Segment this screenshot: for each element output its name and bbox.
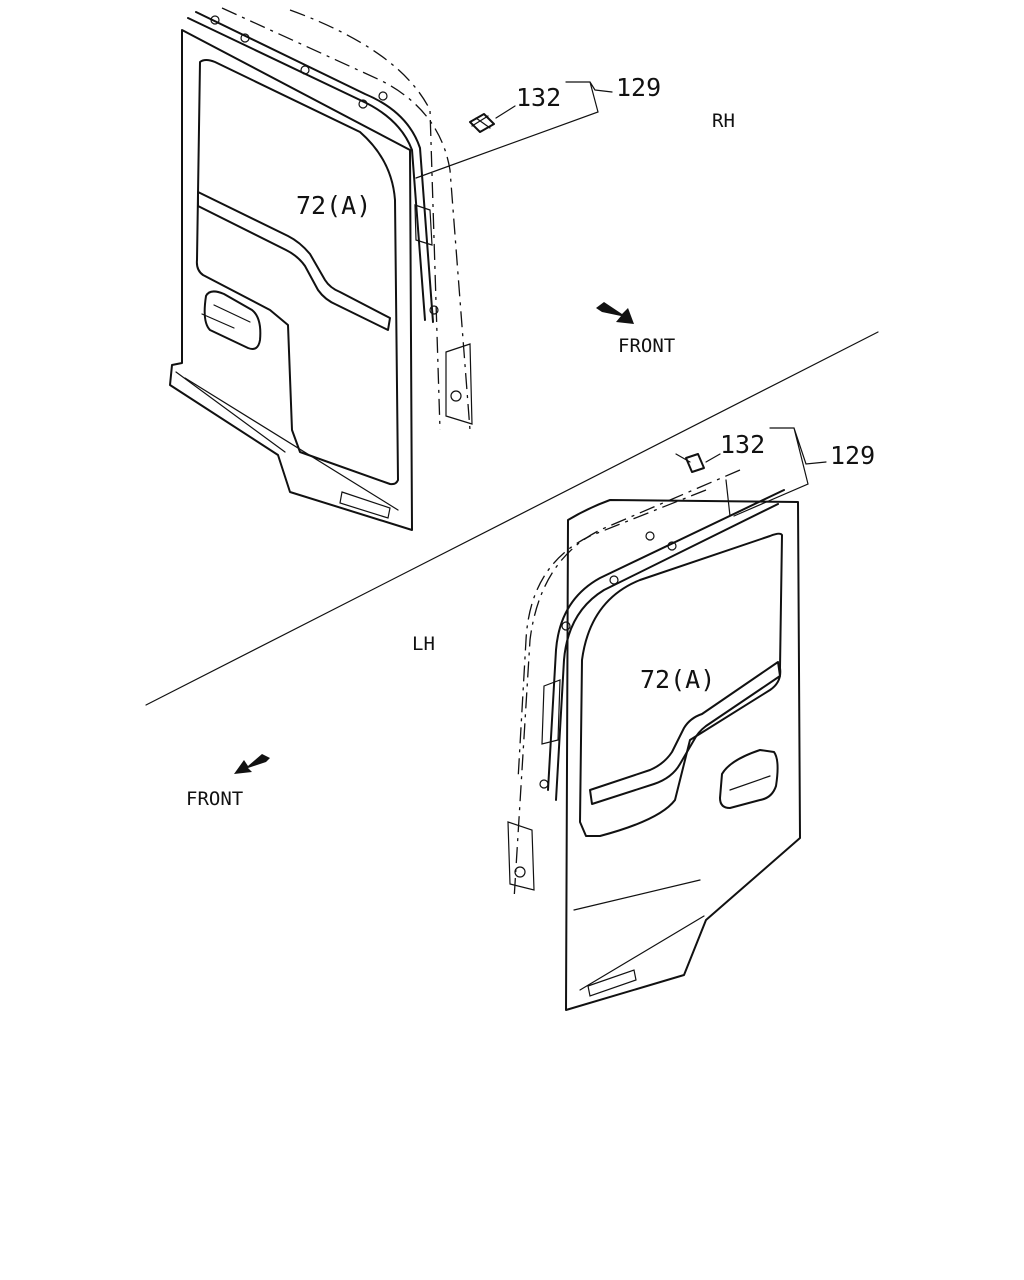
rh-callout-leader-132 — [495, 105, 516, 119]
lh-callout-132: 132 — [720, 430, 765, 459]
rh-hinge-bolt — [450, 390, 462, 402]
rh-door-group — [169, 7, 473, 531]
lh-callout-leader-132 — [705, 453, 721, 463]
rh-roof-weatherstrip — [187, 17, 426, 321]
lh-front-arrow-icon — [234, 754, 270, 774]
divider-line — [145, 331, 879, 706]
lh-hinge-plate — [507, 821, 535, 891]
lh-roof-weatherstrip-inner — [555, 503, 779, 801]
rh-side-label: RH — [712, 110, 735, 132]
rh-reflector — [339, 491, 391, 519]
lh-clips — [539, 531, 677, 789]
lh-belt-molding — [589, 661, 781, 805]
rh-clip-part — [469, 113, 495, 133]
rh-hinge-plate — [445, 343, 473, 425]
lh-callout-72a: 72(A) — [640, 665, 715, 694]
rh-callout-leader-bracket — [415, 81, 613, 179]
rh-body-pillar-outline — [221, 7, 471, 431]
rh-front-label: FRONT — [618, 335, 675, 357]
rh-door-window-frame — [195, 59, 399, 486]
lh-door-window-frame — [579, 532, 783, 837]
lh-hinge-bolt — [514, 866, 526, 878]
lh-callout-129: 129 — [830, 441, 875, 470]
lh-door-handle — [719, 749, 779, 809]
lh-door-group — [507, 469, 801, 1011]
rh-clips — [210, 15, 439, 315]
lh-hinge-bracket — [541, 679, 561, 745]
lh-callout-leader-bracket — [725, 427, 827, 517]
rh-callout-72a: 72(A) — [296, 191, 371, 220]
rh-body-pillar-outline-2 — [289, 9, 441, 431]
rh-door-panel — [169, 29, 413, 531]
rh-door-crease-2 — [184, 377, 399, 511]
lh-body-pillar-outline-2 — [517, 489, 707, 781]
lh-front-label: FRONT — [186, 788, 243, 810]
rh-callout-129: 129 — [616, 73, 661, 102]
rh-front-arrow-icon — [596, 302, 634, 324]
lh-side-label: LH — [412, 633, 435, 655]
rh-callout-132: 132 — [516, 83, 561, 112]
lh-reflector — [587, 969, 637, 997]
lh-door-crease-2 — [579, 915, 705, 991]
lh-clip-part — [675, 453, 705, 473]
lh-roof-weatherstrip — [547, 489, 785, 791]
rh-belt-molding — [197, 191, 391, 331]
lh-body-pillar-outline — [513, 469, 741, 901]
rh-door-handle — [201, 290, 262, 350]
rh-door-crease — [175, 371, 286, 453]
rh-hinge-bracket — [414, 204, 433, 246]
lh-door-crease — [573, 879, 701, 911]
lh-door-panel — [565, 499, 801, 1011]
rh-roof-weatherstrip-inner — [195, 11, 434, 323]
